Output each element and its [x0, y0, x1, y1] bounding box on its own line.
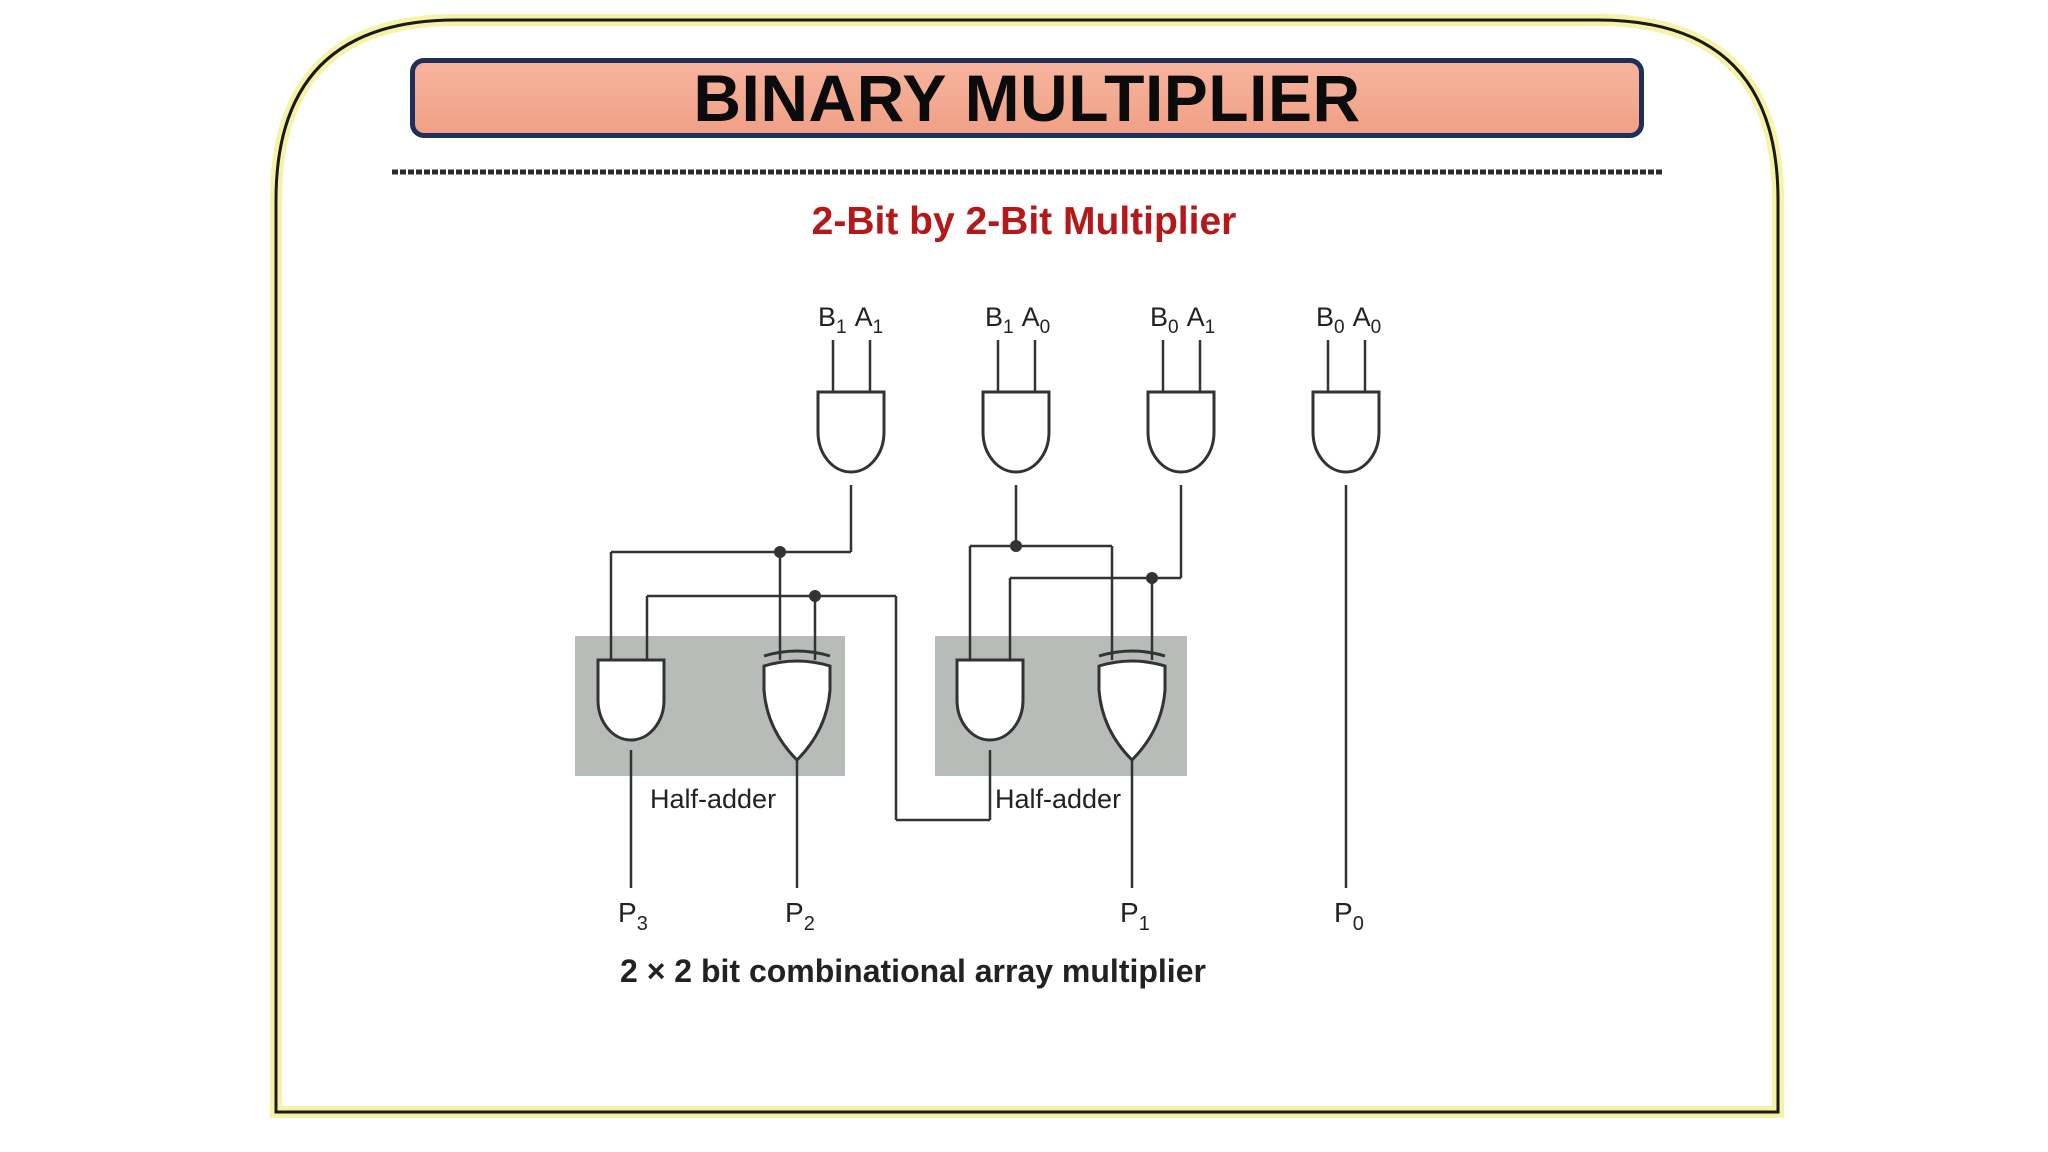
slide-subtitle: 2-Bit by 2-Bit Multiplier — [811, 200, 1237, 243]
half-adder-label-left: Half-adder — [650, 784, 776, 814]
output-label-p2: P2 — [785, 897, 815, 935]
output-label-p1: P1 — [1120, 897, 1150, 935]
junction-dot — [809, 590, 821, 602]
junction-dot — [1010, 540, 1022, 552]
junction-dot — [1146, 572, 1158, 584]
half-adder-xor-gate-right — [1097, 649, 1167, 763]
title-banner: BINARY MULTIPLIER — [410, 58, 1644, 138]
junction-dot — [774, 546, 786, 558]
half-adder-xor-gate-left — [762, 649, 832, 763]
half-adder-and-gate-right — [955, 658, 1025, 742]
half-adder-label-right: Half-adder — [995, 784, 1121, 814]
diagram-caption: 2 × 2 bit combinational array multiplier — [620, 953, 1206, 989]
and-gate-b1a0 — [981, 390, 1051, 474]
slide-title: BINARY MULTIPLIER — [693, 61, 1361, 135]
output-label-p3: P3 — [618, 897, 648, 935]
half-adder-and-gate-left — [596, 658, 666, 742]
output-label-p0: P0 — [1334, 897, 1364, 935]
and-gate-b0a0 — [1311, 390, 1381, 474]
and-gate-b1a1 — [816, 390, 886, 474]
frame-border — [274, 18, 1780, 1114]
and-gate-b0a1 — [1146, 390, 1216, 474]
